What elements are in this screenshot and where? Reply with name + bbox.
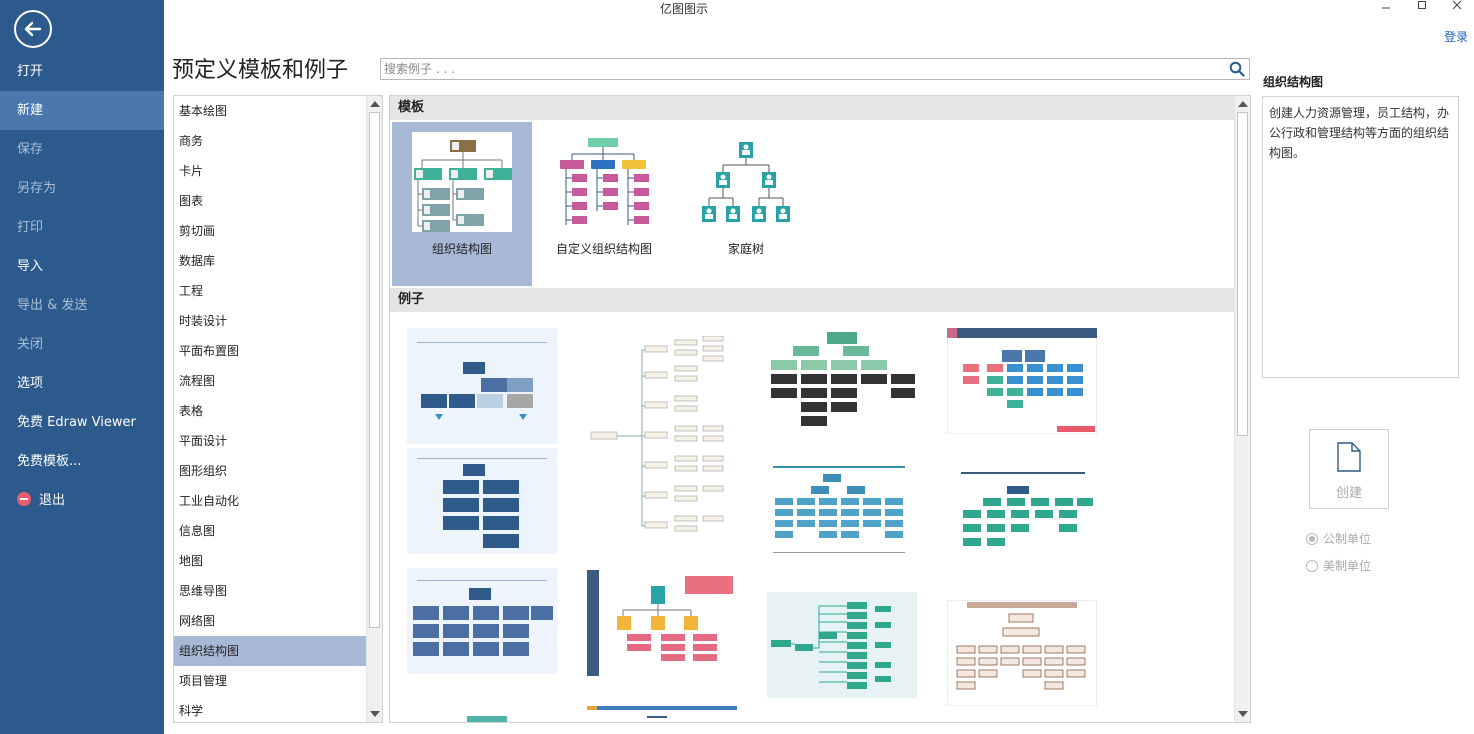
gallery-panel: 模板 xyxy=(389,95,1251,723)
example-thumbnail[interactable] xyxy=(407,568,557,674)
backstage-menu: 打开 新建 保存 另存为 打印 导入 导出 & 发送 关闭 选项 免费 Edra… xyxy=(0,52,164,520)
template-label: 自定义组织结构图 xyxy=(555,242,652,256)
maximize-icon xyxy=(1418,1,1426,9)
menu-print[interactable]: 打印 xyxy=(17,220,44,235)
menu-exit[interactable]: 退出 xyxy=(0,481,164,520)
gallery-scroll-thumb[interactable] xyxy=(1237,112,1248,436)
unit-imperial-label: 美制单位 xyxy=(1323,559,1372,573)
back-button[interactable] xyxy=(14,10,52,48)
category-item[interactable]: 时装设计 xyxy=(179,314,228,328)
category-item[interactable]: 项目管理 xyxy=(179,674,228,688)
arrow-left-icon xyxy=(24,21,42,37)
template-label: 组织结构图 xyxy=(431,242,492,256)
category-item-selected[interactable]: 组织结构图 xyxy=(174,636,366,666)
example-thumbnail[interactable] xyxy=(587,570,737,676)
radio-checked-icon[interactable] xyxy=(1306,533,1318,545)
menu-free-templates[interactable]: 免费模板... xyxy=(17,454,82,469)
category-item[interactable]: 图形组织 xyxy=(179,464,228,478)
menu-options[interactable]: 选项 xyxy=(17,376,44,391)
category-item[interactable]: 平面布置图 xyxy=(179,344,240,358)
category-item[interactable]: 剪切画 xyxy=(179,224,216,238)
category-item[interactable]: 科学 xyxy=(179,704,204,718)
create-label: 创建 xyxy=(1335,486,1362,501)
template-label: 家庭树 xyxy=(727,242,764,256)
example-thumbnail[interactable] xyxy=(767,328,917,432)
backstage-sidebar: 打开 新建 保存 另存为 打印 导入 导出 & 发送 关闭 选项 免费 Edra… xyxy=(0,0,164,734)
example-thumbnail[interactable] xyxy=(587,336,737,536)
category-list: 基本绘图 商务 卡片 图表 剪切画 数据库 工程 时装设计 平面布置图 流程图 … xyxy=(174,96,366,722)
category-item[interactable]: 表格 xyxy=(179,404,204,418)
menu-import[interactable]: 导入 xyxy=(17,259,44,274)
category-item[interactable]: 思维导图 xyxy=(179,584,228,598)
scroll-down-icon[interactable] xyxy=(1238,711,1248,717)
scroll-down-icon[interactable] xyxy=(370,711,380,717)
category-item[interactable]: 信息图 xyxy=(179,524,216,538)
category-item[interactable]: 流程图 xyxy=(179,374,216,388)
unit-metric-label: 公制单位 xyxy=(1323,532,1372,546)
login-link[interactable]: 登录 xyxy=(1444,30,1469,44)
category-scroll-thumb[interactable] xyxy=(369,112,380,628)
minimize-icon xyxy=(1382,7,1390,9)
template-thumbnail xyxy=(554,132,654,232)
example-thumbnail[interactable] xyxy=(407,448,557,554)
category-item[interactable]: 卡片 xyxy=(179,164,204,178)
template-family-tree[interactable]: 家庭树 xyxy=(676,122,816,286)
example-thumbnail[interactable] xyxy=(407,328,557,444)
example-thumbnail[interactable] xyxy=(467,716,617,722)
category-item[interactable]: 工业自动化 xyxy=(179,494,240,508)
page-title: 预定义模板和例子 xyxy=(172,58,349,83)
unit-metric-option[interactable]: 公制单位 xyxy=(1306,530,1371,547)
window-title: 亿图图示 xyxy=(659,2,708,16)
close-icon xyxy=(1452,0,1462,10)
templates-header: 模板 xyxy=(390,96,1234,120)
category-item[interactable]: 网络图 xyxy=(179,614,216,628)
gallery-content: 模板 xyxy=(390,96,1234,722)
create-button[interactable]: 创建 xyxy=(1309,429,1389,509)
menu-exit-label: 退出 xyxy=(39,493,66,508)
gallery-scrollbar[interactable] xyxy=(1234,96,1250,722)
template-org-chart[interactable]: 组织结构图 xyxy=(392,122,532,286)
example-thumbnail[interactable] xyxy=(767,592,917,698)
category-item[interactable]: 基本绘图 xyxy=(179,104,228,118)
template-thumbnail xyxy=(412,132,512,232)
new-document-icon xyxy=(1337,442,1361,472)
category-item[interactable]: 地图 xyxy=(179,554,204,568)
category-item[interactable]: 数据库 xyxy=(179,254,216,268)
radio-unchecked-icon[interactable] xyxy=(1306,560,1318,572)
examples-header: 例子 xyxy=(390,288,1234,312)
template-thumbnail xyxy=(696,132,796,232)
scroll-up-icon[interactable] xyxy=(1238,101,1248,107)
menu-open[interactable]: 打开 xyxy=(17,64,44,79)
example-thumbnail[interactable] xyxy=(947,600,1097,706)
menu-free-viewer[interactable]: 免费 Edraw Viewer xyxy=(17,415,136,430)
example-thumbnail[interactable] xyxy=(767,456,917,560)
category-item[interactable]: 平面设计 xyxy=(179,434,228,448)
scroll-up-icon[interactable] xyxy=(370,101,380,107)
maximize-button[interactable] xyxy=(1408,0,1436,16)
example-thumbnail[interactable] xyxy=(947,468,1097,572)
category-panel: 基本绘图 商务 卡片 图表 剪切画 数据库 工程 时装设计 平面布置图 流程图 … xyxy=(173,95,383,723)
menu-close[interactable]: 关闭 xyxy=(17,337,44,352)
category-item[interactable]: 工程 xyxy=(179,284,204,298)
close-window-button[interactable] xyxy=(1443,0,1471,16)
template-custom-org-chart[interactable]: 自定义组织结构图 xyxy=(534,122,674,286)
menu-save[interactable]: 保存 xyxy=(17,142,44,157)
menu-export-send[interactable]: 导出 & 发送 xyxy=(17,298,88,313)
example-thumbnail[interactable] xyxy=(587,706,737,722)
menu-new[interactable]: 新建 xyxy=(0,91,164,130)
category-item[interactable]: 图表 xyxy=(179,194,204,208)
search-input[interactable] xyxy=(384,61,1214,77)
menu-save-as[interactable]: 另存为 xyxy=(17,181,57,196)
minimize-button[interactable] xyxy=(1372,0,1400,16)
example-thumbnail[interactable] xyxy=(947,328,1097,434)
search-box xyxy=(380,58,1250,80)
category-scrollbar[interactable] xyxy=(366,96,382,722)
search-icon[interactable] xyxy=(1229,61,1245,77)
detail-description: 创建人力资源管理，员工结构，办公行政和管理结构等方面的组织结构图。 xyxy=(1262,96,1459,378)
detail-title: 组织结构图 xyxy=(1263,75,1324,89)
exit-icon xyxy=(17,492,31,506)
category-item[interactable]: 商务 xyxy=(179,134,204,148)
unit-imperial-option[interactable]: 美制单位 xyxy=(1306,557,1371,574)
